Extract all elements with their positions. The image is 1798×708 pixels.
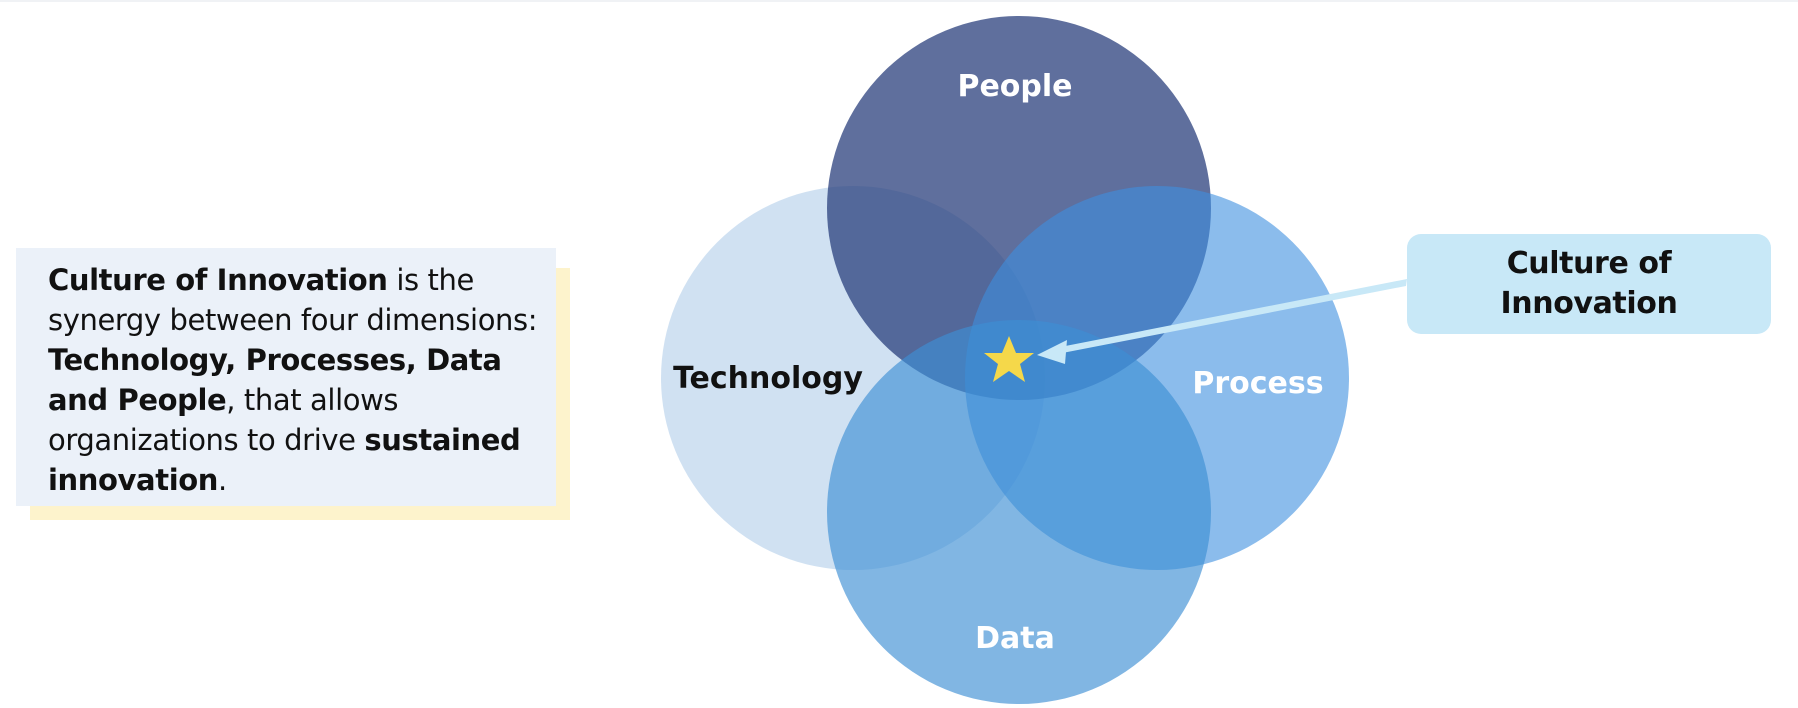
callout-arrow <box>1050 279 1407 355</box>
description-part2: , that allows organizations to drive <box>48 383 399 457</box>
technology-label: Technology <box>673 361 863 396</box>
description-part1: is the synergy between four dimensions: <box>48 263 538 337</box>
description-lead: Culture of Innovation <box>48 263 388 297</box>
data-label: Data <box>975 621 1055 656</box>
process-label: Process <box>1192 366 1323 401</box>
description-closing: sustained innovation <box>48 423 521 497</box>
description-end: . <box>218 463 227 497</box>
description-text: Culture of Innovation is the synergy bet… <box>48 260 542 500</box>
data-circle <box>827 320 1211 704</box>
people-label: People <box>957 69 1072 104</box>
description-dimensions: Technology, Processes, Data and People <box>48 343 502 417</box>
description-panel: Culture of Innovation is the synergy bet… <box>16 248 556 506</box>
callout-line-1: Culture of <box>1506 246 1672 281</box>
callout-line-2: Innovation <box>1500 286 1678 321</box>
top-rule <box>0 0 1798 2</box>
culture-of-innovation-callout: Culture of Innovation <box>1407 234 1771 334</box>
callout-arrowhead <box>1037 340 1067 364</box>
star-icon <box>984 336 1034 382</box>
